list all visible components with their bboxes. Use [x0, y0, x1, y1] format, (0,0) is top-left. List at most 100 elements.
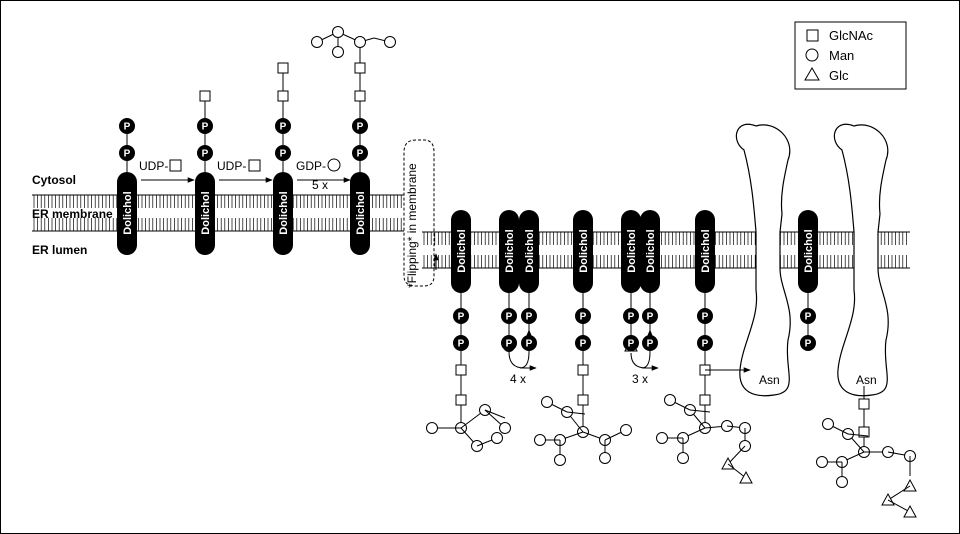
phosphate-l6-a — [642, 308, 658, 324]
man-circle — [354, 36, 366, 48]
glcnac-square — [455, 394, 467, 406]
udp-glcnac-label-2: UDP- — [217, 159, 246, 173]
glycosidic-bond — [727, 463, 747, 479]
man-transfer-arrow — [508, 351, 537, 371]
phosphate-l2-a — [501, 308, 517, 324]
dolichol-lumen-5: Dolichol — [621, 210, 641, 293]
phosphate-c4-a-label: P — [357, 122, 364, 133]
cytosol-label: Cytosol — [32, 173, 76, 187]
phosphate-l7-a — [697, 308, 713, 324]
man-circle — [491, 432, 503, 444]
dolichol-lipid — [519, 210, 539, 293]
protein-1 — [735, 123, 791, 397]
dolichol-label: Dolichol — [278, 191, 290, 234]
phosphate-l2-a-label: P — [506, 312, 513, 323]
dolichols: DolicholPPDolicholPPDolicholPPDolicholPP… — [117, 118, 818, 351]
flipping-label: *Flipping* in membrane — [405, 163, 419, 288]
phosphate-c1-b — [119, 145, 135, 161]
legend-man: Man — [829, 48, 854, 63]
glc-transfer-arrow — [630, 352, 659, 371]
glycosidic-bond — [727, 445, 746, 465]
phosphate-c2-b-label: P — [202, 149, 209, 160]
glcnac-square — [277, 90, 289, 102]
glcnac-square — [277, 62, 289, 74]
phosphate-l1-b-label: P — [458, 339, 465, 350]
glcnac-square-icon — [806, 29, 819, 42]
gdp-man-circle-icon — [327, 158, 341, 172]
dolichol-lipid — [640, 210, 660, 293]
glcnac-square — [577, 394, 589, 406]
phosphate-l3-b — [521, 335, 537, 351]
phosphate-c3-b-label: P — [280, 149, 287, 160]
legend-glcnac: GlcNAc — [829, 28, 874, 43]
phosphate-c2-a — [197, 118, 213, 134]
man-circle — [620, 424, 632, 436]
legend-glc: Glc — [829, 68, 849, 83]
phosphate-l8-b — [800, 335, 816, 351]
glc-triangle — [881, 492, 895, 506]
phosphate-c1-a — [119, 118, 135, 134]
phosphate-l6-b-label: P — [647, 339, 654, 350]
glc-triangle — [739, 470, 753, 484]
phosphate-l3-a-label: P — [526, 312, 533, 323]
udp-glcnac-label-1: UDP- — [139, 159, 168, 173]
man-circle — [541, 396, 553, 408]
man-circle — [499, 422, 511, 434]
dolichol-lipid — [499, 210, 519, 293]
dolichol-label: Dolichol — [578, 229, 590, 272]
phosphate-l5-a — [623, 308, 639, 324]
dolichol-lipid — [195, 172, 215, 255]
phosphate-l1-a-label: P — [458, 312, 465, 323]
phosphate-l4-a-label: P — [580, 312, 587, 323]
dolichol-lumen-8: Dolichol — [798, 210, 818, 293]
phosphate-l1-b — [453, 335, 469, 351]
glcnac-square — [354, 62, 366, 74]
phosphate-c3-a-label: P — [280, 122, 287, 133]
phosphate-c1-b-label: P — [124, 149, 131, 160]
glcnac-square — [858, 426, 870, 438]
phosphate-c4-a — [352, 118, 368, 134]
man-circle — [822, 418, 834, 430]
legend: GlcNAc Man Glc — [794, 21, 907, 90]
glcnac-square — [577, 364, 589, 376]
er-lumen-label: ER lumen — [32, 243, 87, 257]
dolichol-lumen-1: Dolichol — [451, 210, 471, 293]
dolichol-lumen-2: Dolichol — [499, 210, 519, 293]
dolichol-label: Dolichol — [200, 191, 212, 234]
glycosidic-bond — [689, 409, 711, 413]
flipping-bracket — [403, 139, 439, 287]
man-circle — [332, 26, 344, 38]
dolichol-lumen-4: Dolichol — [573, 210, 593, 293]
man-return-arrow — [519, 329, 532, 369]
asn-label-2: Asn — [856, 373, 877, 387]
phosphate-c4-b-label: P — [357, 149, 364, 160]
man-count-label: 4 x — [510, 372, 526, 386]
dolichol-label: Dolichol — [524, 229, 536, 272]
phosphate-l7-b-label: P — [702, 339, 709, 350]
asn-label-1: Asn — [759, 373, 780, 387]
glycosidic-bond — [887, 485, 911, 501]
phosphate-l2-b — [501, 335, 517, 351]
udp-glcnac-square-icon-2 — [248, 159, 261, 172]
glc-count-label: 3 x — [632, 372, 648, 386]
man-circle — [332, 46, 344, 58]
dolichol-lipid — [621, 210, 641, 293]
phosphate-l7-a-label: P — [702, 312, 709, 323]
dolichol-lumen-7: Dolichol — [695, 210, 715, 293]
phosphate-c2-a-label: P — [202, 122, 209, 133]
phosphate-l3-a — [521, 308, 537, 324]
phosphate-l8-a-label: P — [805, 312, 812, 323]
man-circle — [554, 454, 566, 466]
flipping-dashed-outline — [403, 139, 435, 287]
man-circle — [816, 456, 828, 468]
dolichol-cytosol-3: Dolichol — [273, 172, 293, 255]
glcnac-square — [354, 90, 366, 102]
dolichol-cytosol-2: Dolichol — [195, 172, 215, 255]
gdp-man-label: GDP- — [296, 159, 326, 173]
phosphate-l4-b-label: P — [580, 339, 587, 350]
phosphate-c3-b — [275, 145, 291, 161]
glycosidic-bond — [887, 499, 911, 513]
phosphate-l6-a-label: P — [647, 312, 654, 323]
phosphate-c2-b — [197, 145, 213, 161]
